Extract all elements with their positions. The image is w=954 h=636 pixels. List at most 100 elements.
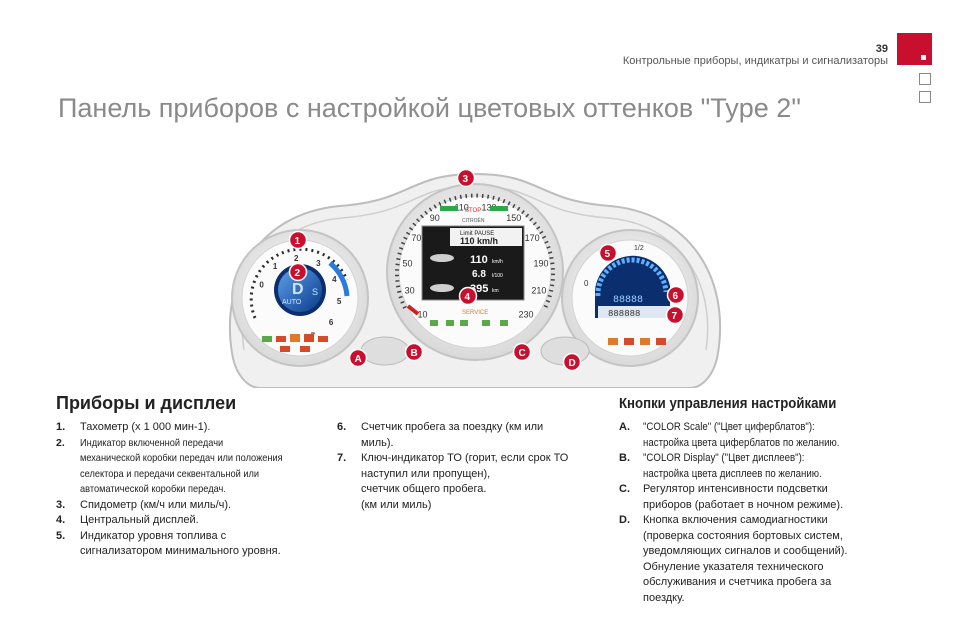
item-line: Регулятор интенсивности подсветки — [643, 483, 828, 495]
list-item: 7. Ключ-индикатор ТО (горит, если срок Т… — [337, 452, 569, 511]
tach-tick-label: 1 — [273, 262, 278, 271]
item-line: Индикатор уровня топлива с — [80, 529, 227, 542]
speed-tick-label: 210 — [531, 286, 546, 296]
speed-unit: km/h — [492, 259, 503, 265]
speed-tick-label: 70 — [411, 233, 421, 243]
speed-tick-label: 30 — [405, 286, 415, 296]
item-text: Центральный дисплей. — [80, 514, 199, 526]
speed-tick-label: 10 — [417, 309, 427, 319]
tachometer: 01234567 D AUTO S — [231, 229, 369, 367]
item-line: поездку. — [643, 591, 685, 604]
speed-tick-label: 170 — [525, 233, 540, 243]
item-line: уведомляющих сигналов и сообщений). — [643, 545, 848, 557]
brand-logo: CITROËN — [462, 217, 485, 224]
stop-label: STOP — [465, 208, 481, 214]
tach-tick-label: 5 — [337, 297, 342, 306]
callout-label: 6 — [673, 291, 679, 302]
item-line: Ключ-индикатор ТО (горит, если срок ТО — [361, 452, 569, 464]
tach-tick-label: 4 — [332, 275, 337, 284]
callout-label: 5 — [605, 249, 611, 260]
item-line: наступил или пропущен), — [361, 467, 491, 480]
range-unit: km — [492, 288, 499, 294]
list-item: 3.Спидометр (км/ч или миль/ч). — [56, 498, 232, 511]
callout-marker — [562, 352, 582, 372]
tach-tick-label: 2 — [294, 254, 299, 263]
item-line: настройка цвета циферблатов по желанию. — [643, 436, 840, 449]
item-line: автоматической коробки передач. — [80, 483, 226, 495]
warning-lamps-right — [608, 338, 666, 345]
instrument-panel-illustration: 01234567 D AUTO S 1030507090110130150170… — [228, 168, 722, 388]
item-line: "COLOR Display" ("Цвет дисплеев"): — [643, 452, 805, 464]
speed-tick-label: 230 — [519, 309, 534, 319]
callout-marker — [288, 230, 308, 250]
item-line: (км или миль) — [361, 498, 432, 511]
tach-tick-label: 6 — [329, 318, 334, 327]
callout-label: D — [569, 358, 576, 369]
limit-value: 110 km/h — [460, 236, 498, 246]
speed-tick-label: 150 — [506, 213, 521, 223]
section-title: Контрольные приборы, индикатры и сигнали… — [622, 55, 888, 67]
list-item: B. "COLOR Display" ("Цвет дисплеев"): на… — [619, 451, 919, 482]
item-line: обслуживания и счетчика пробега за — [643, 576, 832, 588]
item-line: приборов (работает в ночном режиме). — [643, 498, 844, 511]
list-item: 6. Счетчик пробега за поездку (км или ми… — [337, 421, 544, 449]
page-number: 39 — [875, 43, 888, 55]
callout-marker — [598, 243, 618, 263]
item-line: Счетчик пробега за поездку (км или — [361, 421, 544, 433]
section-heading-buttons: Кнопки управления настройками — [619, 395, 837, 412]
instruments-list: 1.Тахометр (x 1 000 мин-1). 2. Индикатор… — [56, 420, 326, 560]
fuel-odometer-gauge: 0 1/2 88888 888888 — [561, 229, 699, 367]
page-title: Панель приборов с настройкой цветовых от… — [58, 93, 801, 123]
list-item: 5. Индикатор уровня топлива с сигнализат… — [56, 529, 281, 558]
warning-lamps-left — [262, 334, 328, 352]
item-line: миль). — [361, 436, 394, 449]
callout-marker — [512, 342, 532, 362]
item-line: сигнализатором минимального уровня. — [80, 545, 281, 557]
item-line: "COLOR Scale" ("Цвет циферблатов"): — [643, 421, 815, 433]
service-label: SERVICE — [462, 310, 488, 316]
callout-label: 2 — [295, 268, 301, 279]
callout-label: 7 — [672, 311, 678, 322]
callout-label: 1 — [295, 236, 301, 247]
item-line: Обнуление указателя технического — [643, 560, 824, 573]
list-item: 2. Индикатор включенной передачи механич… — [56, 436, 326, 498]
fuel-tick-empty: 0 — [584, 279, 589, 288]
item-line: Индикатор включенной передачи — [80, 436, 224, 449]
odometer: 888888 — [608, 309, 640, 319]
callout-label: C — [519, 348, 526, 359]
speed-tick-label: 190 — [533, 259, 548, 269]
callout-marker — [456, 168, 476, 188]
callout-label: B — [411, 348, 418, 359]
consumption-value: 6.8 — [472, 269, 486, 280]
speed-tick-label: 110 — [454, 202, 468, 212]
callout-marker — [665, 305, 685, 325]
item-line: селектора и передачи секвентальной или — [80, 467, 260, 480]
speed-value: 110 — [470, 254, 488, 266]
limit-label: Limit PAUSE — [460, 231, 494, 237]
callout-marker — [666, 285, 686, 305]
callout-label: A — [355, 354, 362, 365]
item-line: счетчик общего пробега. — [361, 483, 487, 495]
item-line: механической коробки передач или положен… — [80, 452, 283, 464]
buttons-list: A. "COLOR Scale" ("Цвет циферблатов"): н… — [619, 420, 919, 606]
trip-counter: 88888 — [613, 295, 643, 306]
consumption-unit: l/100 — [492, 273, 503, 279]
warning-lamps-center — [430, 320, 508, 326]
gear-display: D — [292, 281, 304, 298]
item-text: Тахометр (x 1 000 мин-1). — [80, 421, 211, 433]
tach-tick-label: 0 — [259, 280, 264, 289]
item-line: (проверка состояния бортовых систем, — [643, 529, 843, 542]
list-item: C. Регулятор интенсивности подсветки при… — [619, 483, 844, 511]
item-line: настройка цвета дисплеев по желанию. — [643, 467, 822, 480]
speed-tick-label: 90 — [430, 213, 440, 223]
tach-tick-label: 3 — [316, 259, 321, 268]
list-item: 4.Центральный дисплей. — [56, 514, 199, 526]
fuel-tick-half: 1/2 — [634, 245, 644, 252]
item-text: Спидометр (км/ч или миль/ч). — [80, 498, 232, 511]
callout-marker — [288, 262, 308, 282]
callout-marker — [404, 342, 424, 362]
speed-tick-label: 50 — [403, 259, 413, 269]
callout-label: 3 — [463, 174, 469, 185]
section-heading-instruments: Приборы и дисплеи — [56, 393, 237, 413]
